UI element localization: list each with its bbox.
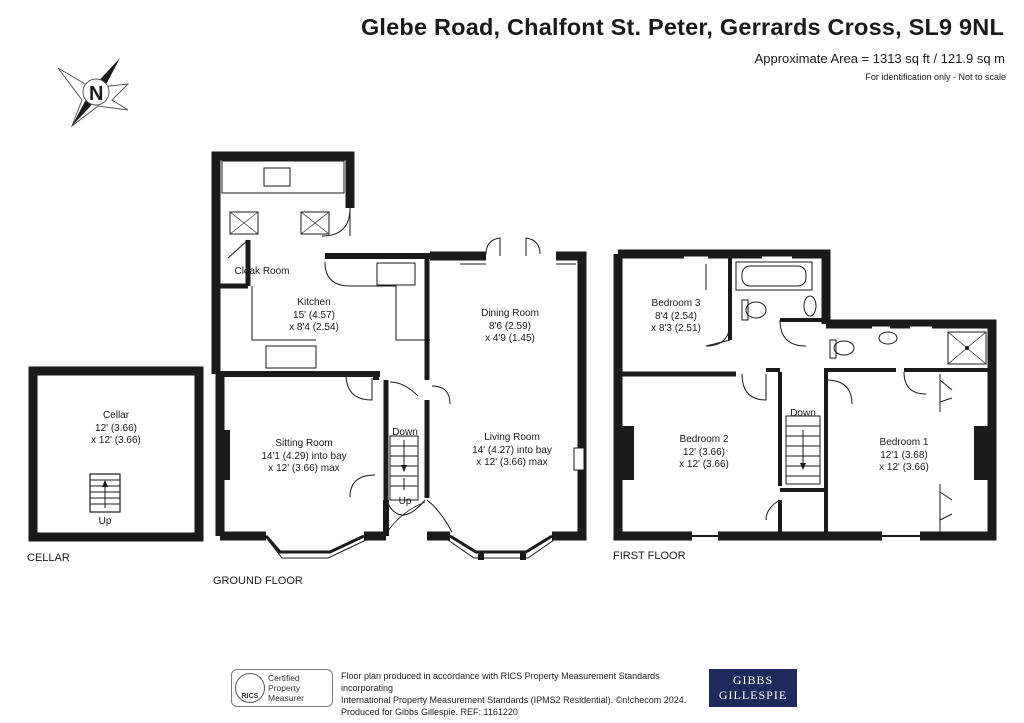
footer-disclaimer: Floor plan produced in accordance with R… [341, 670, 701, 718]
first-floor-label: FIRST FLOOR [613, 550, 686, 562]
cellar-label: Cellar [103, 410, 130, 421]
dining-room-dim2: x 4'9 (1.45) [485, 333, 535, 344]
bedroom-2-label: Bedroom 2 [680, 434, 729, 445]
rics-certification-text: Certified Property Measurer [268, 673, 304, 703]
ground-stairs-down-label: Down [392, 427, 418, 438]
rics-seal-text: RICS [241, 693, 259, 700]
property-address-title: Glebe Road, Chalfont St. Peter, Gerrards… [360, 14, 1004, 40]
bedroom-2-dim1: 12' (3.66) [683, 447, 725, 458]
rics-certified-badge: RICS Certified Property Measurer [231, 669, 333, 707]
ground-stairs-up-label: Up [399, 496, 412, 507]
rics-line-1: Certified [268, 673, 300, 683]
cellar-stairs-icon [89, 473, 121, 513]
ground-floor-plan [211, 151, 587, 560]
rics-line-2: Property [268, 683, 301, 693]
sitting-room-dim1: 14'1 (4.29) into bay [261, 451, 346, 462]
bedroom-2-dim2: x 12' (3.66) [679, 459, 729, 470]
kitchen-label: Kitchen [297, 297, 330, 308]
living-room-dim1: 14' (4.27) into bay [472, 445, 552, 456]
brand-line-1: GIBBS [732, 673, 774, 687]
first-stairs-down-label: Down [790, 408, 816, 419]
dining-room-label: Dining Room [481, 308, 539, 319]
bedroom-1-dim2: x 12' (3.66) [879, 462, 929, 473]
bedroom-1-label: Bedroom 1 [880, 437, 929, 448]
sitting-room-dim2: x 12' (3.66) max [268, 463, 339, 474]
cellar-dim2: x 12' (3.66) [91, 435, 141, 446]
dining-room-dim1: 8'6 (2.59) [489, 321, 531, 332]
footer-line-2: International Property Measurement Stand… [341, 695, 687, 705]
sitting-room-label: Sitting Room [275, 438, 332, 449]
gibbs-gillespie-logo: GIBBS GILLESPIE [709, 669, 797, 707]
cloak-room-label: Cloak Room [234, 266, 289, 277]
compass-icon: N [57, 58, 130, 128]
bedroom-3-dim1: 8'4 (2.54) [655, 311, 697, 322]
cellar-plan [28, 366, 204, 542]
living-room-label: Living Room [484, 432, 540, 443]
ground-floor-label: GROUND FLOOR [213, 575, 303, 587]
approximate-area: Approximate Area = 1313 sq ft / 121.9 sq… [754, 51, 1005, 66]
cellar-dim1: 12' (3.66) [95, 423, 137, 434]
rics-line-3: Measurer [268, 693, 304, 703]
bedroom-3-label: Bedroom 3 [652, 298, 701, 309]
living-room-dim2: x 12' (3.66) max [476, 457, 547, 468]
kitchen-dim2: x 8'4 (2.54) [289, 322, 339, 333]
bedroom-1-dim1: 12'1 (3.68) [880, 450, 928, 461]
first-floor-plan [613, 249, 997, 541]
cellar-stairs-up-label: Up [99, 516, 112, 527]
brand-line-2: GILLESPIE [718, 688, 788, 702]
footer-line-3: Produced for Gibbs Gillespie. REF: 11612… [341, 707, 518, 717]
compass-north-letter: N [89, 83, 103, 105]
kitchen-dim1: 15' (4.57) [293, 310, 335, 321]
bedroom-3-dim2: x 8'3 (2.51) [651, 323, 701, 334]
rics-seal-icon [235, 673, 265, 703]
cellar-floor-label: CELLAR [27, 552, 70, 564]
identification-note: For identification only - Not to scale [865, 72, 1006, 82]
footer-line-1: Floor plan produced in accordance with R… [341, 671, 660, 693]
